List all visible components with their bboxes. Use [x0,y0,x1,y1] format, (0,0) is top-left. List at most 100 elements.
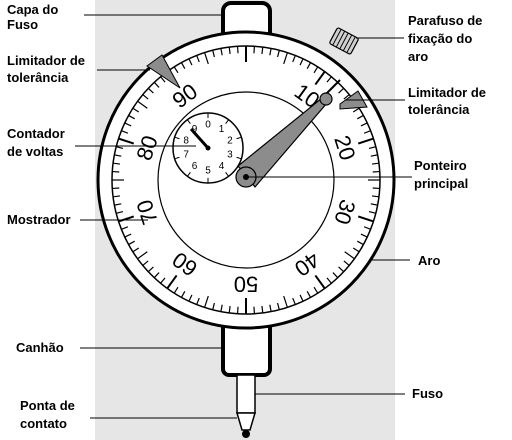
label-parafuso-line3: aro [408,49,428,64]
dial-tick [344,251,355,260]
leader-lines [75,14,412,419]
label-aro: Aro [418,253,440,268]
dial-tick [360,233,368,238]
dial-tick [314,274,326,289]
dial-tick [220,48,223,56]
dial-tick [332,272,339,279]
dial-tick [363,226,371,230]
dial-tick [357,114,364,120]
label-limitador-left-line2: tolerância [7,70,69,85]
counter-number: 5 [205,166,211,177]
dial-tick [228,305,231,314]
dial-tick [370,203,378,206]
dial-tick [357,215,374,223]
dial-tick [142,94,149,100]
counter-number: 4 [219,161,225,172]
label-parafuso-line2: fixação do [408,31,472,46]
bezel-locking-screw [329,27,359,55]
dial-tick [326,76,332,83]
dial-tick [370,154,378,157]
label-contador-line2: de voltas [7,144,63,159]
dial-tick [269,304,272,312]
dial-tick [112,195,121,198]
label-parafuso-line1: Parafuso de [408,13,482,28]
dial-tick [283,52,288,65]
dial-tick [137,100,148,109]
dial-tick [114,154,122,157]
dial-tick [313,286,319,294]
counter-number: 2 [227,135,233,146]
dial-tick [326,277,332,284]
counter-tick [187,119,191,125]
dial-tick [160,277,166,284]
dial-tick [261,46,264,55]
label-ponteiro-line2: principal [414,176,468,191]
dial-tick [121,226,129,230]
dial-tick [228,46,231,55]
dial-tick [360,122,368,127]
dial-tick [121,130,129,134]
label-mostrador: Mostrador [7,212,71,227]
dial-tick [352,107,360,113]
dial-tick [132,247,140,253]
counter-tick [174,156,180,160]
dial-tick [357,240,364,246]
dial-tick [116,211,124,214]
dial-tick [220,304,223,312]
dial-tick [277,302,280,310]
dial-tick [212,302,215,310]
dial-tick [212,50,215,58]
counter-number: 9 [192,124,198,135]
dial-tick [204,52,209,65]
label-canhao: Canhão [16,340,64,355]
counter-tick [225,119,229,125]
dial-tick [142,260,149,266]
label-limitador-right-line1: Limitador de [408,85,486,100]
dial-tick [299,294,304,302]
dial-tick [352,247,360,253]
counter-number: 1 [219,124,225,135]
dial-tick [313,66,319,74]
counter-tick [236,156,242,160]
dial-ticks [112,46,380,314]
label-ponta-line2: contato [20,416,67,431]
counter-number: 7 [183,150,189,161]
dial-tick [112,162,121,165]
dial-tick [173,286,179,294]
dial-number: 50 [234,272,258,297]
counter-number: 8 [183,135,189,146]
counter-number: 6 [192,161,198,172]
dial-tick [338,266,345,273]
counter-number: 0 [205,120,211,131]
dial-tick [292,297,296,305]
dial-tick [196,297,200,305]
label-contador-line1: Contador [7,126,65,141]
label-capa-line2: Fuso [7,17,38,32]
label-ponteiro-line1: Ponteiro [414,158,467,173]
dial-tick [153,81,160,88]
dial-tick [368,211,376,214]
dial-tick [299,58,304,66]
dial-tick [124,122,132,127]
label-ponta-line1: Ponta de [20,398,75,413]
dial-tick [368,146,376,149]
dial-tick [118,215,135,223]
dial-tick [132,107,140,113]
dial-tick [338,87,345,94]
dial-tick [306,291,312,298]
dial-tick [261,305,264,314]
label-capa-line1: Capa do [7,2,58,17]
dial-tick [118,137,135,145]
dial-tick [147,266,154,273]
dial-tick [204,295,209,308]
dial-inner-ring [157,91,335,269]
dial-tick [363,130,371,134]
main-pointer [235,79,341,188]
label-limitador-left-line1: Limitador de [7,53,85,68]
dial-tick [180,291,186,298]
counter-tick [174,136,180,140]
dial-tick [269,48,272,56]
counter-tick [236,136,242,140]
